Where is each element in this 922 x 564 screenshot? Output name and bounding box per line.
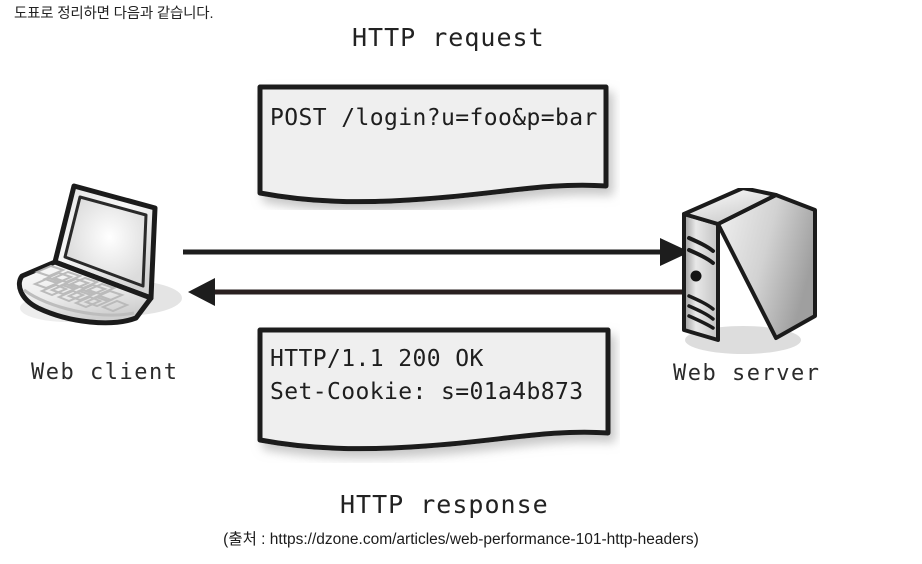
- response-line-1: HTTP/1.1 200 OK: [270, 346, 484, 372]
- http-response-caption: HTTP response: [340, 490, 549, 519]
- web-client-illustration: [8, 180, 208, 350]
- request-arrow: [183, 238, 690, 266]
- laptop-icon: [16, 183, 182, 326]
- response-line-2: Set-Cookie: s=01a4b873: [270, 379, 584, 405]
- web-server-label: Web server: [673, 361, 821, 386]
- request-sheet-shape: [257, 84, 609, 205]
- http-response-message-box: HTTP/1.1 200 OK Set-Cookie: s=01a4b873: [248, 321, 620, 463]
- http-request-caption: HTTP request: [352, 23, 545, 52]
- response-sheet-shape: [257, 327, 611, 452]
- server-tower-icon: [682, 186, 817, 354]
- request-line-1: POST /login?u=foo&p=bar: [270, 105, 598, 131]
- http-request-message-box: POST /login?u=foo&p=bar: [248, 78, 620, 210]
- http-request-response-diagram: HTTP request HTTP response POST /login?u…: [8, 23, 830, 519]
- web-client-label: Web client: [31, 360, 179, 385]
- arrows-layer: [183, 238, 690, 306]
- web-server-illustration: [655, 186, 830, 363]
- intro-text: 도표로 정리하면 다음과 같습니다.: [14, 6, 214, 22]
- response-arrow: [188, 278, 683, 306]
- source-caption: (출처 : https://dzone.com/articles/web-per…: [223, 531, 699, 548]
